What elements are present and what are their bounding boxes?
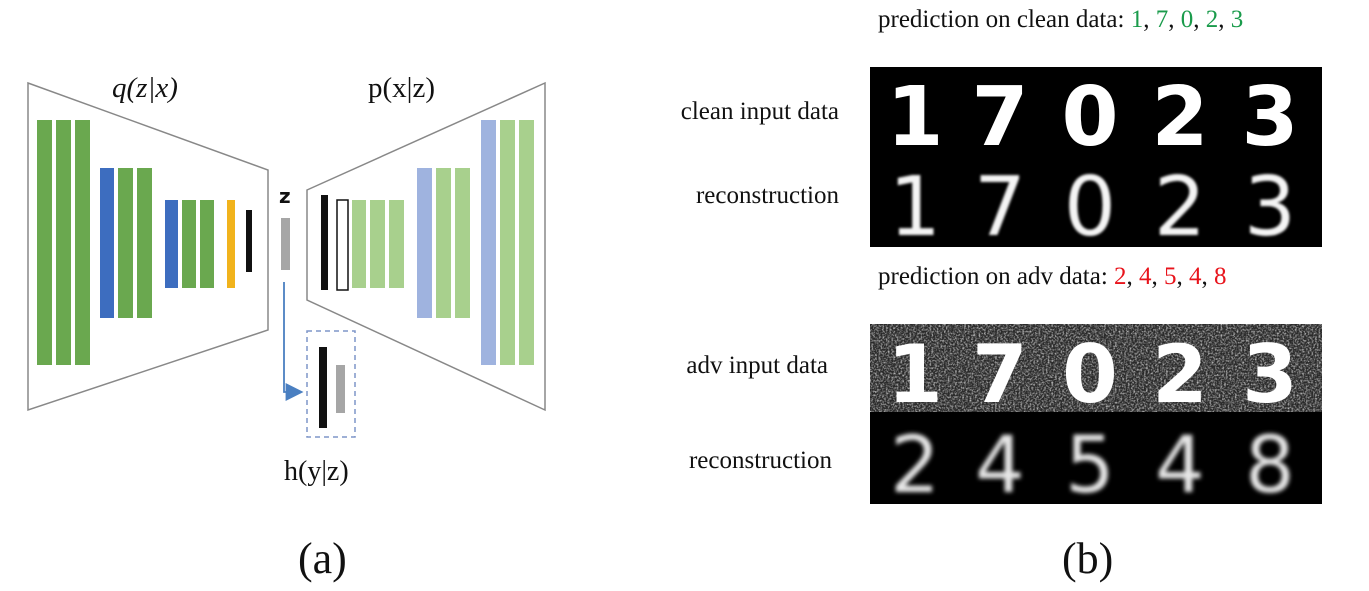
decoder-label: p(x|z) <box>368 72 435 104</box>
encoder-layer <box>100 168 114 318</box>
encoder-layer <box>137 168 152 318</box>
decoder-layer <box>321 195 328 290</box>
encoder-layers <box>37 120 252 365</box>
digit-glyph: 1 <box>886 70 943 165</box>
prediction-digit: 2 <box>1205 6 1219 33</box>
classifier-box <box>306 330 356 438</box>
classifier-arrow <box>283 282 304 401</box>
latent-vector <box>281 218 290 270</box>
digit-glyph: 2 <box>890 421 940 504</box>
decoder-layer <box>436 168 451 318</box>
prediction-digit: 8 <box>1214 263 1227 290</box>
decoder-layer <box>500 120 515 365</box>
prediction-digit: 2 <box>1114 263 1127 290</box>
prediction-separator: , <box>1201 263 1215 290</box>
decoder-layer <box>370 200 385 288</box>
classifier-layer <box>319 347 327 428</box>
prediction-digit: 7 <box>1155 6 1169 33</box>
adv-prediction-line: prediction on adv data: 2, 4, 5, 4, 8 <box>878 263 1227 291</box>
decoder-layer <box>417 168 432 318</box>
vae-architecture-diagram <box>27 81 546 438</box>
decoder-layer <box>336 199 349 291</box>
encoder-layer <box>56 120 71 365</box>
digit-glyph: 0 <box>1061 70 1118 165</box>
decoder-layer <box>519 120 534 365</box>
digit-glyph: 2 <box>1151 70 1208 165</box>
encoder-label: q(z|x) <box>112 72 178 104</box>
digit-glyph: 0 <box>1062 328 1118 421</box>
prediction-separator: , <box>1143 6 1156 33</box>
adv-noise-texture <box>870 324 1322 412</box>
row-label-clean-input: clean input data <box>680 98 839 125</box>
digit-glyph: 0 <box>1064 160 1116 247</box>
decoder-layer <box>481 120 496 365</box>
prediction-separator: , <box>1176 263 1190 290</box>
prediction-digit: 1 <box>1130 6 1144 33</box>
digit-glyph: 5 <box>1065 421 1115 504</box>
digit-glyph: 3 <box>1241 70 1298 165</box>
caption-b: (b) <box>1062 534 1114 583</box>
prediction-separator: , <box>1126 263 1140 290</box>
digit-glyph: 2 <box>1154 160 1206 247</box>
encoder-layer <box>165 200 178 288</box>
digit-glyph: 4 <box>975 421 1025 504</box>
digit-glyph: 3 <box>1244 160 1296 247</box>
encoder-trapezoid <box>27 81 269 412</box>
prediction-separator: , <box>1151 263 1165 290</box>
classifier-layer <box>336 365 345 413</box>
encoder-layer <box>227 200 235 288</box>
decoder-trapezoid <box>306 81 546 412</box>
clean-prediction-values: 1, 7, 0, 2, 3 <box>1131 6 1244 33</box>
encoder-layer <box>246 210 252 272</box>
encoder-layer <box>37 120 52 365</box>
encoder-layer <box>75 120 90 365</box>
row-label-clean-reconstruction: reconstruction <box>695 182 839 209</box>
digit-glyph: 1 <box>887 328 943 421</box>
classifier-label: h(y|z) <box>284 456 349 487</box>
decoder-layers <box>321 120 534 365</box>
digit-glyph: 3 <box>1242 328 1298 421</box>
digit-glyph: 7 <box>974 160 1026 247</box>
decoder-layer <box>352 200 366 288</box>
prediction-digit: 4 <box>1139 263 1152 290</box>
clean-prediction-line: prediction on clean data: 1, 7, 0, 2, 3 <box>878 6 1243 34</box>
clean-prediction-prefix: prediction on clean data: <box>878 6 1131 33</box>
decoder-layer <box>455 168 470 318</box>
digit-glyph: 1 <box>889 160 941 247</box>
caption-a: (a) <box>298 534 347 583</box>
prediction-digit: 4 <box>1189 263 1202 290</box>
encoder-layer <box>200 200 214 288</box>
adv-prediction-values: 2, 4, 5, 4, 8 <box>1114 263 1227 290</box>
encoder-layer <box>182 200 196 288</box>
encoder-layer <box>118 168 133 318</box>
digit-glyph: 8 <box>1245 421 1295 504</box>
prediction-digit: 3 <box>1230 6 1244 33</box>
latent-label: z <box>279 184 291 208</box>
row-label-adv-reconstruction: reconstruction <box>688 447 832 474</box>
digit-glyph: 7 <box>972 328 1028 421</box>
digit-glyph: 4 <box>1155 421 1205 504</box>
prediction-separator: , <box>1218 6 1231 33</box>
digit-glyph: 7 <box>971 70 1028 165</box>
prediction-digit: 0 <box>1180 6 1194 33</box>
digit-glyph: 2 <box>1152 328 1208 421</box>
adv-prediction-prefix: prediction on adv data: <box>878 263 1115 290</box>
prediction-digit: 5 <box>1164 263 1177 290</box>
decoder-layer <box>389 200 404 288</box>
row-label-adv-input: adv input data <box>686 352 828 379</box>
prediction-separator: , <box>1168 6 1181 33</box>
prediction-separator: , <box>1193 6 1206 33</box>
